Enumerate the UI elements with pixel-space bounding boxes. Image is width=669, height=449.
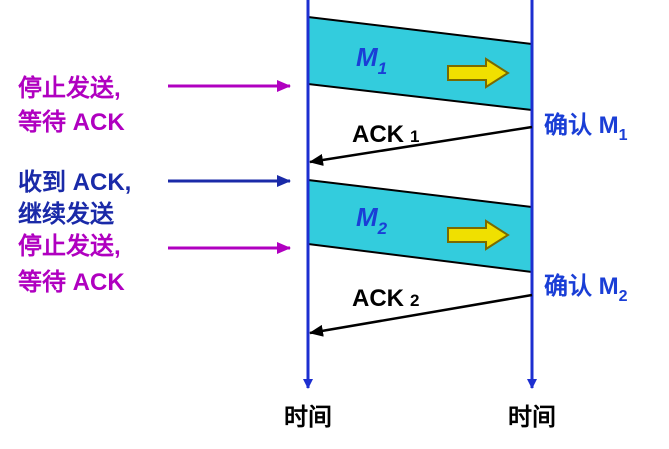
ack1-arrow bbox=[309, 125, 533, 166]
stop-note-2-line2: 等待 ACK bbox=[18, 268, 125, 296]
ack2-arrow bbox=[309, 293, 533, 337]
frame-m1-direction-icon bbox=[447, 57, 510, 89]
stop-note-1-line1: 停止发送, bbox=[18, 74, 121, 102]
recv-note-line2: 继续发送 bbox=[18, 200, 115, 228]
confirm-m1-label: 确认 M1 bbox=[544, 112, 628, 144]
frame-m1-label: M1 bbox=[356, 42, 387, 78]
time-label-sender: 时间 bbox=[284, 404, 332, 431]
stop-note-1-line2: 等待 ACK bbox=[18, 108, 125, 136]
frame-m2-band bbox=[307, 178, 533, 274]
stop-note-2-line1: 停止发送, bbox=[18, 232, 121, 260]
confirm-m2-label: 确认 M2 bbox=[544, 273, 628, 305]
frame-m1-band bbox=[307, 15, 533, 112]
frame-m2-label: M2 bbox=[356, 202, 388, 238]
time-label-receiver: 时间 bbox=[508, 404, 556, 431]
recv-note-line1: 收到 ACK, bbox=[18, 169, 131, 196]
frame-m2-direction-icon bbox=[447, 219, 510, 251]
